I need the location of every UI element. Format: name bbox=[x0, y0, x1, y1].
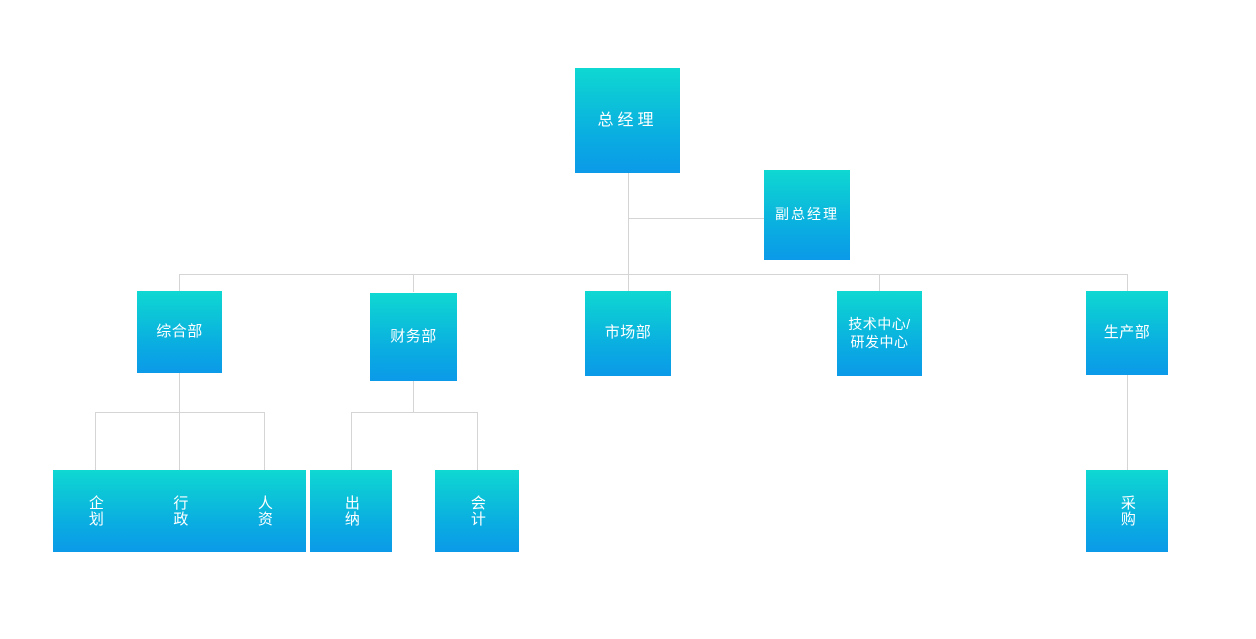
connector-root-to-deputy bbox=[628, 218, 765, 219]
connector-finance-bus bbox=[351, 412, 477, 413]
node-finance-department-label: 财务部 bbox=[390, 327, 437, 345]
node-planning-label: 企划 bbox=[86, 495, 104, 527]
connector-drop-market bbox=[628, 274, 629, 292]
node-finance-department[interactable]: 财务部 bbox=[370, 293, 457, 381]
node-administration[interactable]: 行政 bbox=[137, 470, 222, 552]
connector-finance-trunk bbox=[413, 381, 414, 412]
node-marketing-department[interactable]: 市场部 bbox=[585, 291, 671, 376]
connector-root-trunk bbox=[628, 172, 629, 275]
node-planning[interactable]: 企划 bbox=[53, 470, 137, 552]
node-technology-rd-center-label: 技术中心/ 研发中心 bbox=[848, 316, 911, 350]
node-deputy-general-manager[interactable]: 副总经理 bbox=[764, 170, 850, 260]
node-marketing-department-label: 市场部 bbox=[604, 324, 652, 342]
connector-drop-finance bbox=[413, 274, 414, 292]
node-purchasing-label: 采购 bbox=[1118, 495, 1136, 527]
connector-department-bus bbox=[179, 274, 1128, 275]
node-administration-label: 行政 bbox=[171, 495, 189, 527]
connector-general-trunk bbox=[179, 373, 180, 412]
connector-drop-tech bbox=[879, 274, 880, 292]
connector-general-to-admin bbox=[179, 412, 180, 470]
node-general-affairs-department-label: 综合部 bbox=[156, 322, 203, 340]
general-affairs-leaf-group: 企划 行政 人资 bbox=[53, 470, 306, 552]
node-production-department[interactable]: 生产部 bbox=[1086, 291, 1168, 375]
node-accounting[interactable]: 会计 bbox=[435, 470, 519, 552]
node-purchasing[interactable]: 采购 bbox=[1086, 470, 1168, 552]
node-human-resources[interactable]: 人资 bbox=[222, 470, 306, 552]
connector-production-to-purchasing bbox=[1127, 375, 1128, 470]
connector-finance-to-cashier bbox=[351, 412, 352, 470]
node-cashier-label: 出纳 bbox=[342, 495, 360, 527]
node-general-manager-label: 总经理 bbox=[597, 111, 658, 129]
node-deputy-general-manager-label: 副总经理 bbox=[775, 206, 839, 223]
connector-general-to-hr bbox=[264, 412, 265, 470]
node-general-affairs-department[interactable]: 综合部 bbox=[137, 291, 222, 373]
connector-drop-general bbox=[179, 274, 180, 292]
node-accounting-label: 会计 bbox=[468, 495, 486, 527]
connector-drop-production bbox=[1127, 274, 1128, 292]
connector-finance-to-accounting bbox=[477, 412, 478, 470]
node-production-department-label: 生产部 bbox=[1103, 323, 1151, 341]
node-technology-rd-center[interactable]: 技术中心/ 研发中心 bbox=[837, 291, 922, 376]
node-cashier[interactable]: 出纳 bbox=[310, 470, 392, 552]
connector-general-to-planning bbox=[95, 412, 96, 470]
node-general-manager[interactable]: 总经理 bbox=[575, 68, 680, 173]
node-human-resources-label: 人资 bbox=[255, 495, 273, 527]
